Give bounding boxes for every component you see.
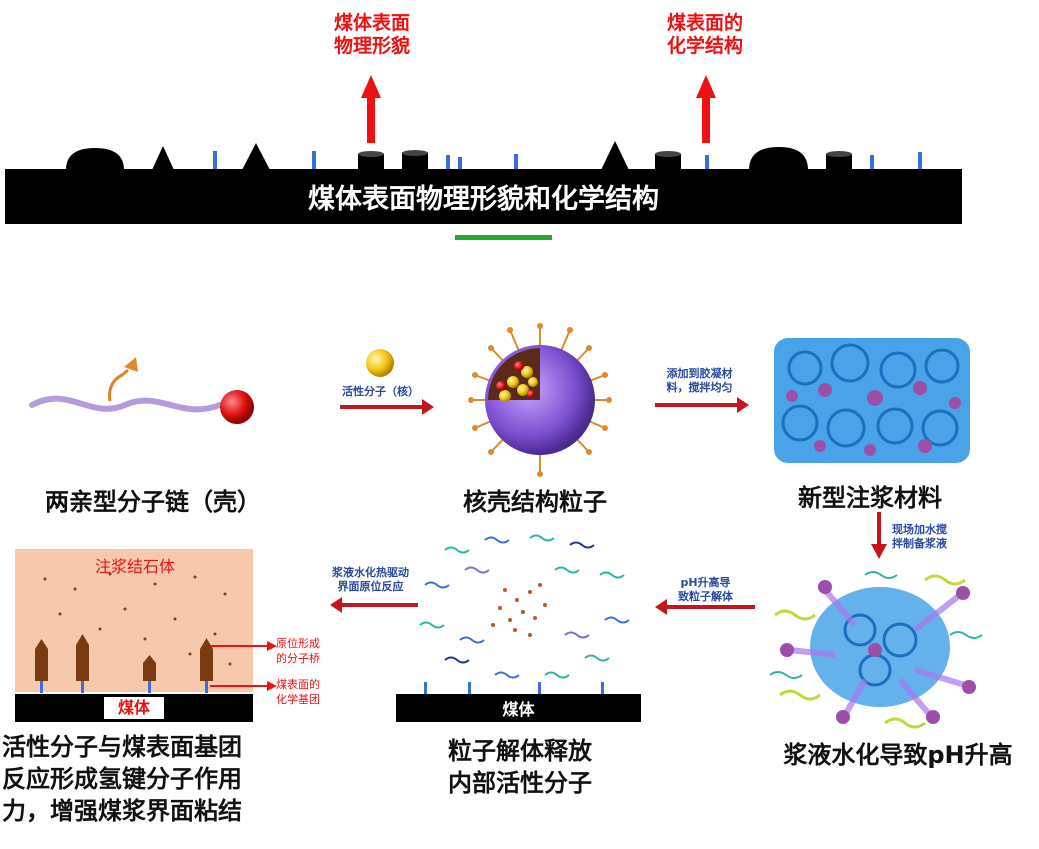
coal-label-left: 煤体 xyxy=(103,697,164,719)
caption-final-bonding: 活性分子与煤表面基团 反应形成氢键分子作用 力，增强煤浆界面粘结 xyxy=(2,733,242,825)
coal-bar-mid: 煤体 xyxy=(396,694,641,722)
caption-amphiphilic-chain: 两亲型分子链（壳） xyxy=(45,488,261,516)
active-molecule-ball-icon xyxy=(366,349,394,377)
arrow-up-left-icon xyxy=(361,75,381,143)
big-down-arrow-icon xyxy=(455,235,552,240)
arrow-label-active-core: 活性分子（核） xyxy=(342,385,419,398)
arrow-up-right-icon xyxy=(696,75,716,143)
stone-body-label: 注浆结石体 xyxy=(94,557,175,576)
grouted-stone-body xyxy=(15,549,253,692)
core-shell-particle-icon xyxy=(468,323,612,477)
amphiphilic-molecule-icon xyxy=(29,357,254,424)
molecular-bridge-icon xyxy=(35,572,232,693)
arrow-label-hydration-heat: 浆液水化热驱动 界面原位反应 xyxy=(332,566,409,593)
arrow-left-1 xyxy=(655,599,755,615)
arrow-left-2 xyxy=(330,597,418,613)
coal-bar-left: 煤体 xyxy=(15,694,253,722)
arrow-right-2 xyxy=(655,397,749,413)
coal-surface-groups-mid xyxy=(424,682,604,695)
slurry-hydration-icon xyxy=(769,571,983,729)
released-molecules-icon xyxy=(419,534,630,679)
coal-surface-bar: 煤体表面物理形貌和化学结构 xyxy=(5,169,962,224)
caption-particle-release: 粒子解体释放 内部活性分子 xyxy=(448,737,592,797)
surface-features xyxy=(66,141,922,170)
arrow-down-icon xyxy=(871,512,887,559)
arrow-label-add-cement: 添加到胶凝材 料，搅拌均匀 xyxy=(666,367,733,394)
grouting-material-icon xyxy=(774,338,970,463)
arrow-right-1 xyxy=(340,399,434,415)
group-callout-label: 煤表面的 化学基团 xyxy=(276,678,320,706)
caption-core-shell: 核壳结构粒子 xyxy=(463,488,607,516)
label-physical-morphology: 煤体表面 物理形貌 xyxy=(333,12,410,57)
callout-arrows-icon xyxy=(210,641,277,691)
coal-surface-illustration xyxy=(66,75,922,240)
arrow-label-mix-water: 现场加水搅 拌制备浆液 xyxy=(892,523,947,550)
caption-new-grouting-material: 新型注浆材料 xyxy=(798,484,942,512)
label-chemical-structure: 煤表面的 化学结构 xyxy=(666,12,743,57)
bridge-callout-label: 原位形成 的分子桥 xyxy=(276,637,320,665)
arrow-label-ph-disintegration: pH升高导 致粒子解体 xyxy=(678,576,733,603)
caption-slurry-ph-rise: 浆液水化导致pH升高 xyxy=(783,741,1013,769)
